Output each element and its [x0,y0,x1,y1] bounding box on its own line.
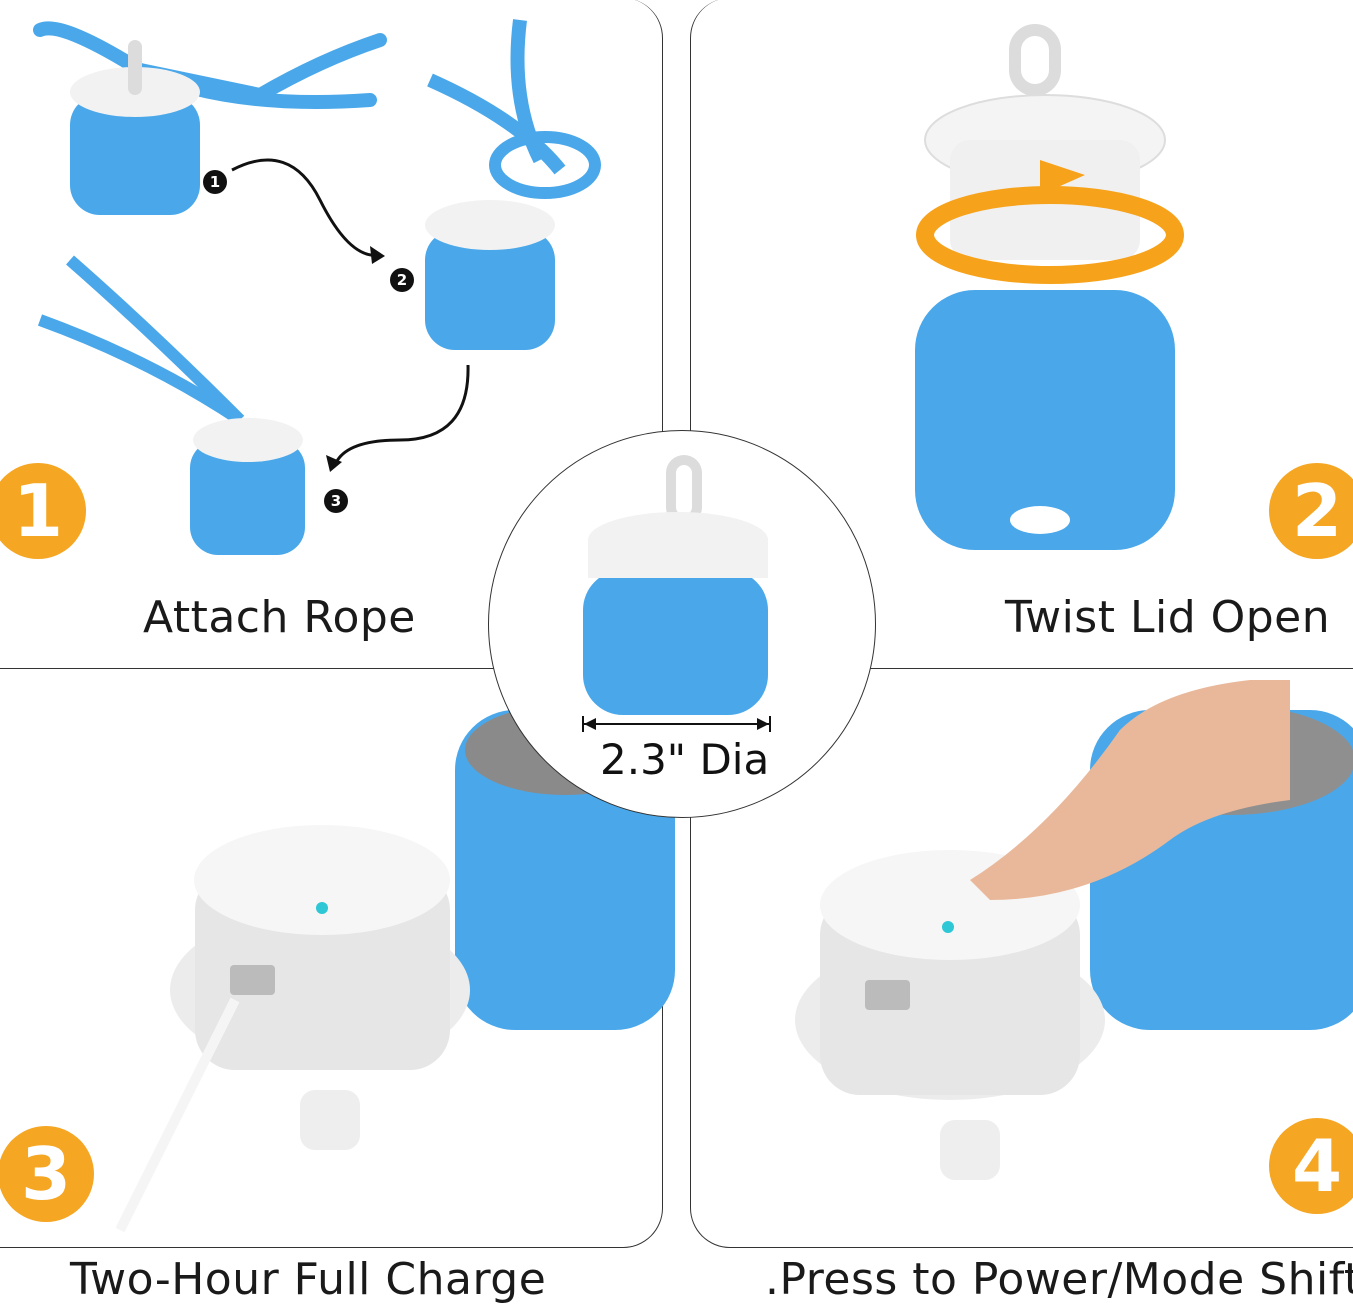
step-marker: 3 [324,489,348,513]
attach-rope-illustration [33,19,601,555]
power-press-illustration [795,680,1353,1180]
step-badge: 1 [0,463,86,559]
step-marker: 1 [203,170,227,194]
caption-press-power: .Press to Power/Mode Shift [765,1254,1353,1305]
center-product-illustration [582,455,771,732]
diameter-label: 2.3" Dia [600,735,770,784]
step-marker: 2 [390,268,414,292]
caption-attach-rope: Attach Rope [143,592,416,643]
caption-two-hour-charge: Two-Hour Full Charge [70,1254,547,1305]
step-badge: 4 [1269,1118,1353,1214]
caption-band-bottom [0,1248,1353,1310]
step-badge: 3 [0,1126,94,1222]
step-badge: 2 [1269,463,1353,559]
charging-illustration [115,705,675,1233]
caption-twist-lid-open: Twist Lid Open [1005,592,1331,643]
twist-lid-illustration [915,24,1184,550]
